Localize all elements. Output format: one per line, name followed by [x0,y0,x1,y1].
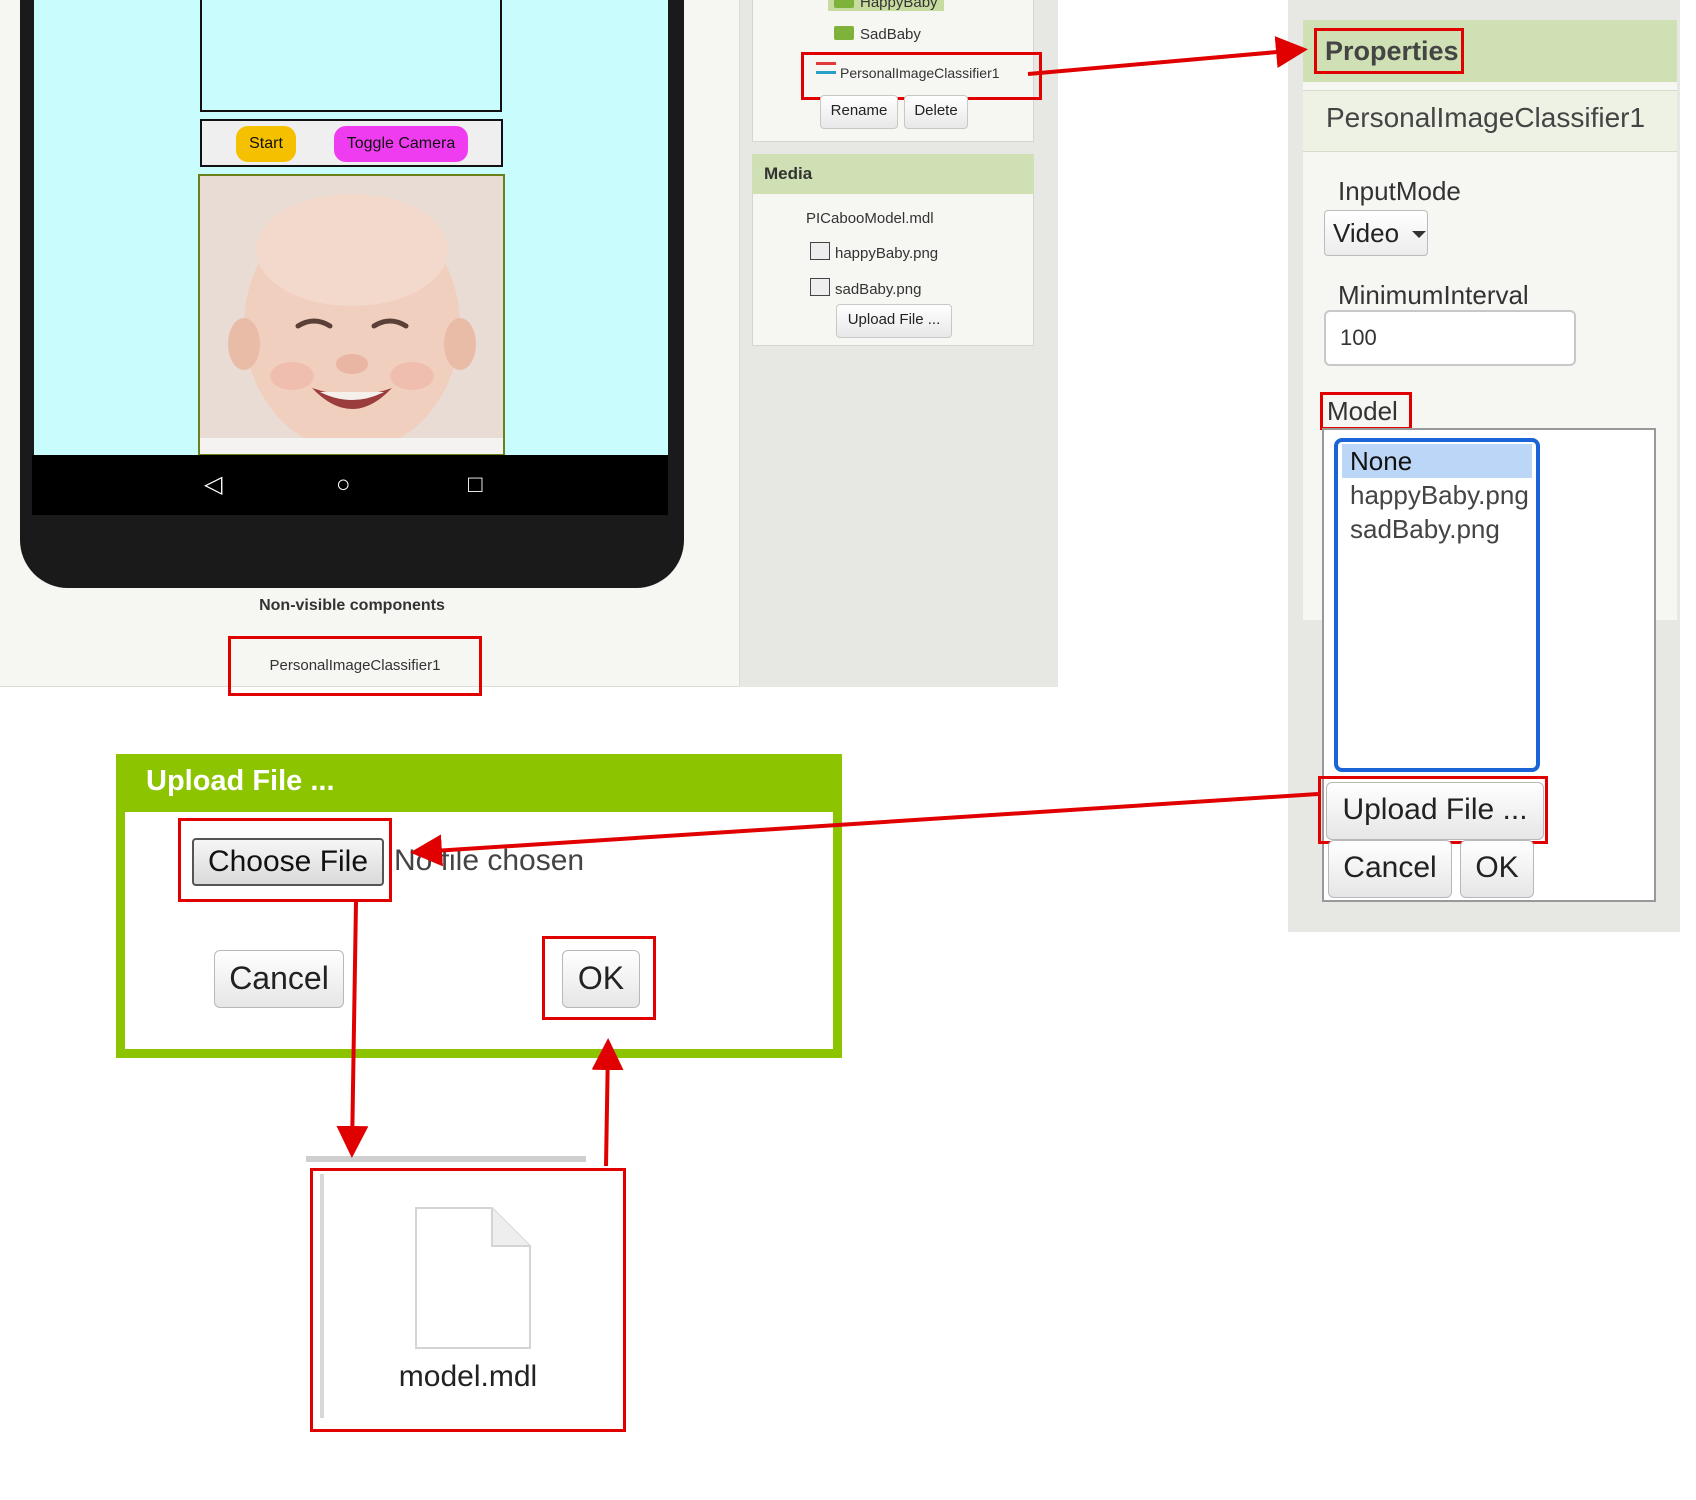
model-cancel-button[interactable]: Cancel [1328,840,1452,898]
model-label: Model [1320,392,1412,430]
model-option-happybaby[interactable]: happyBaby.png [1350,480,1529,510]
recents-icon[interactable]: □ [468,471,483,498]
delete-button[interactable]: Delete [904,95,968,129]
model-upload-button[interactable]: Upload File ... [1326,782,1544,840]
media-header: Media [752,154,1034,194]
dialog-cancel-button[interactable]: Cancel [214,950,344,1008]
file-browser-bar [306,1156,586,1162]
component-happybaby[interactable]: HappyBaby [828,0,944,11]
image-component-icon [834,0,854,8]
baby-photo [200,176,503,454]
model-list[interactable]: None happyBaby.png sadBaby.png [1334,438,1540,772]
mininterval-label: MinimumInterval [1338,280,1529,310]
model-option-sadbaby[interactable]: sadBaby.png [1350,514,1500,544]
button-arrangement[interactable]: Start Toggle Camera [200,119,503,167]
choose-file-highlight [178,818,392,902]
dropdown-caret-icon [1412,231,1427,238]
media-file-sadbaby[interactable]: sadBaby.png [810,278,921,298]
back-icon[interactable]: ◁ [204,471,223,498]
dialog-ok-button[interactable]: OK [562,950,640,1008]
mininterval-input[interactable]: 100 [1324,310,1576,366]
nonvisible-components-label: Non-visible components [259,597,445,614]
media-file-model[interactable]: PICabooModel.mdl [806,210,934,227]
canvas-component[interactable] [200,0,502,112]
arrow-to-ok [591,1038,624,1167]
properties-component-name: PersonalImageClassifier1 [1326,102,1646,133]
properties-component-bar [1303,90,1677,152]
dialog-ok-highlight [542,936,656,1020]
arrow-to-properties [1027,36,1308,76]
classifier-icon [816,62,836,74]
upload-dialog-title: Upload File ... [116,754,842,812]
nonvisible-classifier-item[interactable]: PersonalImageClassifier1 [228,636,482,696]
properties-title: Properties [1314,28,1464,74]
no-file-chosen-text: No file chosen [394,844,585,877]
file-name-model[interactable]: model.mdl [398,1360,538,1393]
home-icon[interactable]: ○ [336,471,351,498]
start-button[interactable]: Start [236,126,296,162]
image-component-icon [834,26,854,40]
media-upload-button[interactable]: Upload File ... [836,304,952,338]
document-icon [415,1207,531,1349]
media-file-happybaby[interactable]: happyBaby.png [810,242,938,262]
inputmode-select[interactable]: Video [1324,210,1428,256]
component-sadbaby[interactable]: SadBaby [834,26,921,43]
android-nav-bar: ◁ ○ □ [32,455,668,515]
model-option-none[interactable]: None [1342,444,1532,478]
file-browser-edge [320,1174,324,1418]
choose-file-button[interactable]: Choose File [192,838,384,886]
rename-button[interactable]: Rename [820,95,898,129]
component-personalimageclassifier[interactable]: PersonalImageClassifier1 [801,52,1042,100]
model-ok-button[interactable]: OK [1460,840,1534,898]
image-file-icon [810,278,830,296]
toggle-camera-button[interactable]: Toggle Camera [334,126,468,162]
image-file-icon [810,242,830,260]
baby-image[interactable] [198,174,505,456]
inputmode-label: InputMode [1338,176,1461,206]
